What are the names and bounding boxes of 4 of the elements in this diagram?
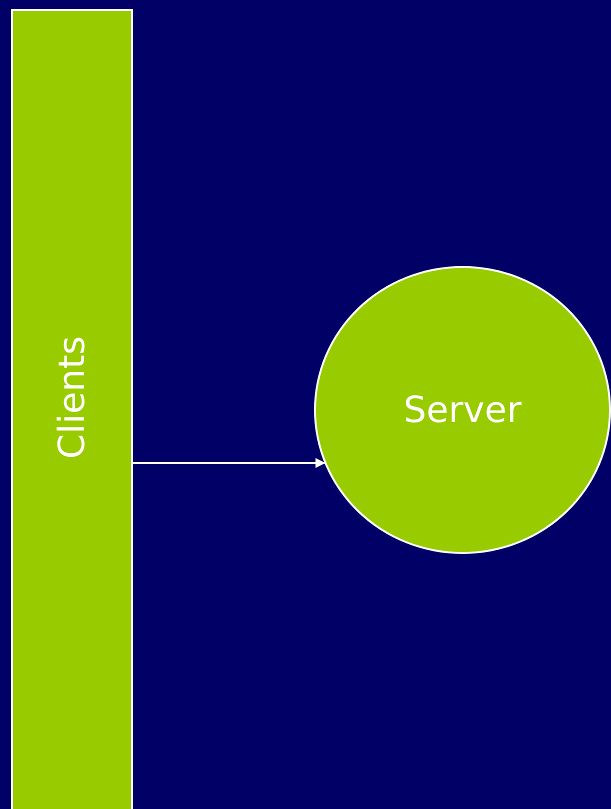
arrow: [133, 458, 326, 468]
node-label: Clients: [52, 336, 92, 458]
client-bar: [11, 9, 133, 809]
node-label: Server: [404, 390, 522, 430]
